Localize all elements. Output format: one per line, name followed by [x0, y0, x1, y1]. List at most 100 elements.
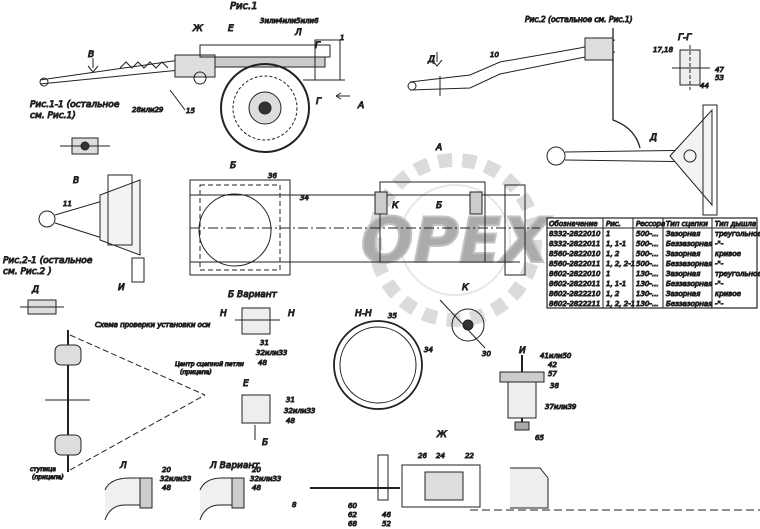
fig2-caption: Рис.2 (остальное см. Рис.1): [525, 15, 633, 24]
table-cell: -"-: [715, 300, 724, 308]
callout-38: 38: [550, 382, 559, 390]
view-v-drawbar-detail: [38, 174, 141, 256]
table-cell: Беззазорная: [666, 240, 712, 248]
view-letter-zh-low: Ж: [436, 430, 447, 440]
view-letter-hh: Н-Н: [355, 309, 372, 319]
view-letter-b-mid: Б: [230, 161, 236, 171]
view-letter-a-top: А: [357, 101, 364, 111]
table-cell: 8332-2822011: [549, 240, 601, 248]
view-letter-v-mid: В: [73, 176, 79, 186]
callout-15: 15: [186, 107, 195, 115]
callout-32-33c: 32или33: [160, 475, 191, 483]
view-letter-d-left: Д: [31, 285, 39, 295]
section-gg: [672, 45, 710, 90]
callout-48b: 48: [286, 417, 295, 425]
table-cell: 1: [606, 270, 610, 278]
fig1-1-hitch-detail: [60, 137, 110, 155]
callout-31b: 31: [286, 396, 295, 404]
view-letter-e-low: Е: [243, 379, 249, 389]
callout-8: 8: [292, 501, 297, 509]
view-letter-l-low: Л: [119, 461, 127, 471]
plan-view-frame: [189, 179, 540, 276]
view-l-bracket: [104, 477, 153, 521]
table-cell: треугольное: [715, 270, 760, 278]
view-letter-l-top: Л: [294, 28, 302, 38]
table-cell: -"-: [715, 240, 724, 248]
table-cell: 130-...: [636, 290, 659, 298]
callout-22: 22: [465, 452, 474, 460]
view-letter-a-mid: А: [435, 143, 442, 153]
view-i-mid-detail: [131, 257, 145, 283]
callout-52: 52: [382, 520, 391, 528]
spec-table: [546, 217, 758, 309]
callout-10: 10: [490, 51, 499, 59]
view-letter-h-right: Н: [288, 309, 295, 319]
callout-32-33: 32или33: [256, 349, 287, 357]
table-cell: 1, 2, 2-1: [606, 260, 635, 268]
callout-3-4-5-6: 3или4или5или6: [260, 17, 319, 25]
hitch-center-label-a: Центр сцепной петли: [175, 361, 244, 368]
callout-30: 30: [482, 350, 491, 358]
view-letter-v-top: В: [88, 50, 94, 60]
table-cell: 8560-2822010: [549, 250, 601, 258]
table-cell: Зазорная: [666, 270, 700, 278]
callout-34: 34: [300, 194, 309, 202]
table-cell: 130-...: [636, 300, 659, 308]
table-cell: 1, 2: [606, 250, 620, 258]
fig2-curved-drawbar: [407, 28, 641, 149]
fig1-1-caption-b: см. Рис.1): [30, 111, 76, 121]
view-letter-i-mid: И: [118, 283, 125, 293]
view-k-detail: [439, 299, 486, 349]
callout-68: 68: [348, 520, 357, 528]
table-cell: -"-: [715, 280, 724, 288]
table-cell: 500-...: [636, 260, 659, 268]
hub-center-label-a: ступица: [30, 466, 56, 473]
view-i-bolt-assembly: [499, 355, 545, 431]
callout-41-50: 41или50: [540, 352, 572, 360]
fig2-1-caption-b: см. Рис.2 ): [3, 267, 52, 277]
view-letter-zh-top: Ж: [192, 24, 203, 34]
table-cell: 8602-2822211: [549, 300, 601, 308]
callout-26: 26: [418, 452, 427, 460]
table-cell: 500-...: [636, 230, 659, 238]
table-cell: 500-...: [636, 250, 659, 258]
table-header: Тип сцепки: [666, 220, 708, 228]
callout-60: 60: [348, 502, 357, 510]
table-cell: 8332-2822010: [549, 230, 601, 238]
callout-48d: 48: [252, 484, 261, 492]
table-cell: 8560-2822011: [549, 260, 601, 268]
view-letter-g-low: Г: [316, 97, 322, 107]
callout-20b: 20: [252, 466, 261, 474]
view-letter-k-right: К: [462, 283, 469, 293]
view-letter-i-right: И: [519, 346, 526, 356]
table-cell: 1, 2, 2-1: [606, 300, 635, 308]
table-cell: 8602-2822011: [549, 280, 601, 288]
table-header: Обозначение: [549, 220, 598, 228]
view-letter-d-right: Д: [649, 133, 657, 143]
table-cell: 500-...: [636, 240, 659, 248]
view-letter-e-top: Е: [228, 24, 234, 34]
callout-36: 36: [268, 172, 277, 180]
table-cell: Зазорная: [666, 250, 700, 258]
variant-l-caption: Л Вариант: [209, 461, 260, 471]
callout-32-33d: 32или33: [250, 475, 281, 483]
table-cell: Беззазорная: [666, 280, 712, 288]
callout-32-33b: 32или33: [284, 407, 315, 415]
view-letter-h-left: Н: [220, 309, 227, 319]
view-zh-drawbar-end: [310, 454, 760, 511]
view-h-bracket: [235, 307, 280, 335]
callout-53: 53: [715, 74, 724, 82]
view-l-variant-bracket: [199, 477, 245, 521]
callout-11: 11: [63, 200, 72, 208]
view-letter-b-mid2: Б: [436, 201, 442, 211]
table-cell: треугольное: [715, 230, 760, 238]
table-cell: 1, 1-1: [606, 240, 626, 248]
callout-34b: 34: [424, 346, 433, 354]
callout-24: 24: [436, 452, 445, 460]
view-d-triangular-drawbar: [546, 104, 718, 216]
fig1-1-caption-a: Рис.1-1 (остальное: [30, 100, 120, 110]
axle-check-scheme: [45, 330, 206, 472]
